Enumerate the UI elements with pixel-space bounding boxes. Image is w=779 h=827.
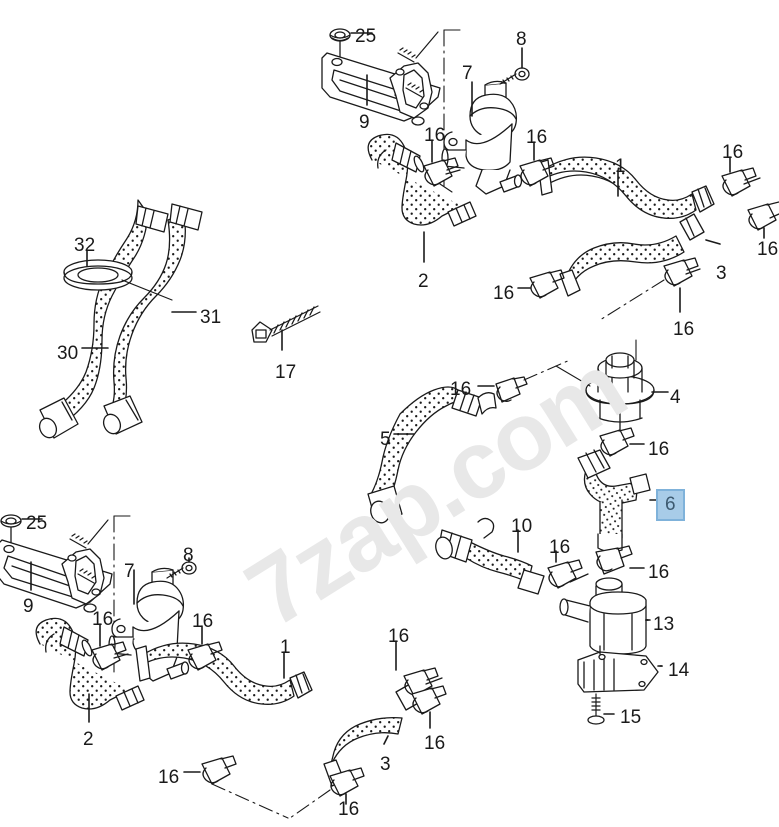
hose-clamp-16-k-graphic [91, 641, 129, 671]
hose-clamp-16-d-graphic [747, 201, 779, 231]
callout-15[interactable]: 15 [620, 707, 642, 728]
callout-16[interactable]: 16 [648, 562, 670, 583]
callout-16[interactable]: 16 [757, 239, 779, 260]
callout-13[interactable]: 13 [653, 614, 675, 635]
hose-5-graphic [367, 386, 497, 524]
hose-clamp-16-j-graphic [595, 545, 633, 575]
thermostat-4-graphic [585, 339, 655, 441]
hose-clamp-16-g-graphic [495, 376, 528, 403]
callout-16[interactable]: 16 [338, 799, 360, 820]
hose-clamp-16-n-graphic [411, 685, 447, 715]
hose-2-top-graphic [367, 133, 477, 227]
callout-16[interactable]: 16 [450, 379, 472, 400]
callout-10[interactable]: 10 [511, 516, 533, 537]
callout-7[interactable]: 7 [462, 63, 473, 84]
callout-30[interactable]: 30 [57, 343, 79, 364]
callout-16[interactable]: 16 [192, 611, 214, 632]
hose-10-graphic [435, 517, 545, 595]
callout-5[interactable]: 5 [380, 429, 391, 450]
callout-8[interactable]: 8 [516, 29, 527, 50]
bracket-piece-bottom-graphic [61, 533, 105, 605]
callout-9[interactable]: 9 [359, 112, 370, 133]
callout-1[interactable]: 1 [615, 156, 626, 177]
hose-clamp-16-f-graphic [663, 257, 701, 287]
callout-4[interactable]: 4 [670, 387, 681, 408]
hose-clamp-16-e-graphic [529, 269, 565, 299]
hose-clamp-16-o-graphic [201, 755, 237, 785]
callout-16[interactable]: 16 [424, 733, 446, 754]
hose-31-graphic [102, 203, 203, 435]
callout-16[interactable]: 16 [673, 319, 695, 340]
callout-7[interactable]: 7 [124, 561, 135, 582]
callout-2[interactable]: 2 [418, 271, 429, 292]
callout-8[interactable]: 8 [183, 545, 194, 566]
callout-6-highlighted[interactable]: 6 [656, 489, 685, 521]
hose-clamp-16-p-graphic [329, 767, 365, 797]
hose-clamp-16-c-graphic [721, 167, 761, 197]
hose-1-top-graphic [537, 156, 715, 220]
callout-3[interactable]: 3 [716, 263, 727, 284]
pump-bracket-14-graphic [577, 651, 659, 693]
hose-2-bottom-graphic [35, 617, 145, 711]
callout-16[interactable]: 16 [388, 626, 410, 647]
callout-9[interactable]: 9 [23, 596, 34, 617]
seal-32-graphic [63, 259, 133, 291]
callout-2[interactable]: 2 [83, 729, 94, 750]
hose-clamp-16-a-graphic [423, 157, 461, 187]
bracket-bolts-top-graphic [397, 47, 424, 98]
nut-25-top-graphic [329, 28, 351, 59]
water-pump-13-graphic [559, 577, 647, 655]
callout-14[interactable]: 14 [668, 660, 690, 681]
callout-17[interactable]: 17 [275, 362, 297, 383]
callout-1[interactable]: 1 [280, 637, 291, 658]
hose-clamp-16-h-graphic [599, 427, 635, 457]
callout-16[interactable]: 16 [722, 142, 744, 163]
bolt-15-graphic [587, 693, 605, 725]
bolt-8-top-graphic [499, 67, 530, 85]
callout-16[interactable]: 16 [493, 283, 515, 304]
callout-31[interactable]: 31 [200, 307, 222, 328]
connector-pipe-6-graphic [577, 449, 651, 553]
valve-7-top-graphic [441, 80, 523, 195]
bolt-8-bottom-graphic [166, 561, 197, 579]
callout-16[interactable]: 16 [648, 439, 670, 460]
hose-clamp-16-b-graphic [519, 157, 555, 187]
cable-tie-17-graphic [251, 305, 321, 343]
callout-16[interactable]: 16 [549, 537, 571, 558]
hose-3-bottom-graphic [323, 683, 421, 787]
callout-16[interactable]: 16 [526, 127, 548, 148]
hose-clamp-16-l-graphic [187, 641, 223, 671]
hose-30-graphic [38, 199, 169, 439]
callout-16[interactable]: 16 [424, 125, 446, 146]
callout-25[interactable]: 25 [355, 26, 377, 47]
hose-3-top-graphic [559, 213, 705, 297]
callout-25[interactable]: 25 [26, 513, 48, 534]
callout-16[interactable]: 16 [92, 609, 114, 630]
callout-16[interactable]: 16 [158, 767, 180, 788]
callout-32[interactable]: 32 [74, 235, 96, 256]
hose-clamp-16-i-graphic [547, 559, 589, 589]
nut-25-bottom-graphic [0, 514, 22, 547]
callout-3[interactable]: 3 [380, 754, 391, 775]
